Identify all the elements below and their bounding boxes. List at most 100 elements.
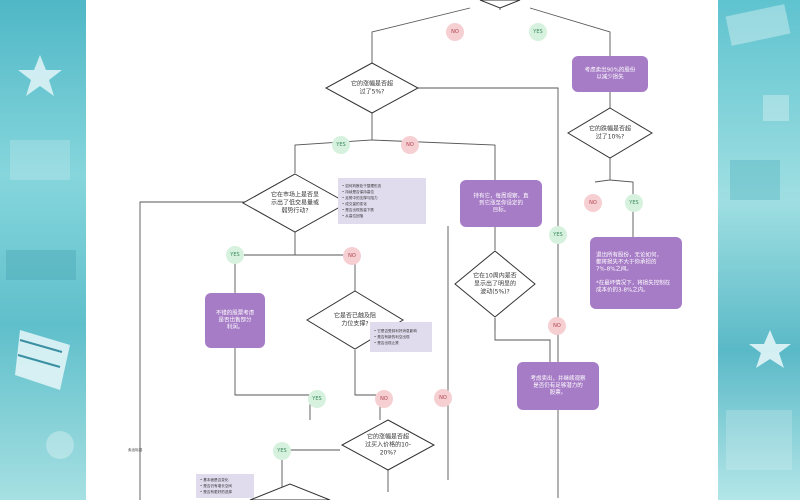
action-text: 是否仍有足够潜力的: [533, 381, 583, 389]
note-text: • 如何判断处于整理形态: [342, 183, 382, 188]
connector-line: [294, 108, 496, 180]
decision-text: 它是否已触及阻: [334, 312, 376, 320]
decision-text: 过了10%?: [596, 133, 625, 141]
badge-circle: [549, 226, 567, 244]
connector-line: [234, 348, 381, 420]
badge-label: YES: [532, 29, 542, 35]
decor-line: [17, 354, 61, 368]
action-text: 持有它，每周观察，直: [473, 192, 529, 200]
star-icon: [18, 55, 62, 96]
decision-diamond-shape: [241, 173, 349, 233]
decor-circle: [46, 431, 74, 459]
badge-label: YES: [552, 232, 562, 238]
badge-circle: [273, 442, 291, 460]
no-badge: NO: [434, 389, 452, 407]
connector-line: [494, 318, 551, 362]
decision-text: 它的涨幅是否超: [351, 80, 393, 88]
decision-text: 它的涨幅是否超: [367, 433, 409, 441]
badge-circle: [343, 247, 361, 265]
yes-badge: YES: [549, 226, 567, 244]
badge-circle: [401, 136, 419, 154]
badge-label: NO: [553, 323, 561, 329]
badge-circle: [332, 136, 350, 154]
note-text: • 是否有新的利空出现: [374, 334, 410, 339]
badge-circle: [548, 317, 566, 335]
decision-diamond-shape: [567, 107, 653, 159]
decision-text: 它的跌幅是否超: [589, 125, 631, 133]
yes-badge: YES: [273, 442, 291, 460]
decor-block: [725, 4, 791, 46]
action-text: 目标。: [493, 206, 510, 214]
note-technical-signs: • 如何判断处于整理形态• 持续是否保持高位• 走势中的支撑与阻力• 成交量的变…: [338, 178, 426, 224]
no-badge: NO: [446, 23, 464, 41]
note-text: • 是否出现放量下跌: [342, 207, 374, 212]
action-text: 7%-8%之间。: [596, 265, 632, 273]
action-text: 考虑卖出90%的股份: [585, 66, 636, 74]
no-badge: NO: [401, 136, 419, 154]
decision-text: 过买入价格的10-: [365, 441, 411, 449]
no-badge: NO: [548, 317, 566, 335]
badge-circle: [308, 390, 326, 408]
action-box-shape: [572, 56, 648, 92]
note-box-shape: [338, 178, 426, 224]
star-icon: [749, 330, 791, 368]
decision-diamond-shape: [454, 250, 536, 318]
note-fundamentals: • 基本面是否变化• 是否仍有增长空间• 是否有更好的选择: [196, 474, 254, 498]
action-exit-all-shares: 退出所有股份，无论如何，都将损失不大于你承担的7%-8%之间。*在最坏情况下，将…: [590, 237, 682, 309]
note-text: • 基本面是否变化: [200, 477, 229, 482]
note-text: • 是否仍有增长空间: [200, 483, 232, 488]
decision-text: 它在市场上是否显: [271, 191, 319, 199]
yes-badge: YES: [625, 194, 643, 212]
badge-circle: [226, 246, 244, 264]
action-text: 到它涨至你设定的: [479, 199, 524, 207]
badge-label: NO: [348, 253, 356, 259]
action-box-shape: [205, 293, 265, 348]
connector-line: [139, 201, 250, 500]
decor-block: [730, 160, 780, 200]
decision-diamond-shape: [340, 419, 436, 471]
badge-circle: [529, 23, 547, 41]
action-text: 利润。: [227, 323, 244, 331]
badge-label: NO: [589, 200, 597, 206]
action-text: 退出所有股份，无论如何，: [596, 251, 662, 259]
bottom-decision-diamond: [249, 483, 331, 500]
action-box-shape: [590, 237, 682, 309]
badge-label: NO: [406, 142, 414, 148]
badge-label: NO: [380, 396, 388, 402]
decision-text: 力位支撑?: [341, 320, 368, 328]
note-text: • 从高位回落: [342, 213, 364, 218]
badge-label: NO: [451, 29, 459, 35]
action-text: *在最坏情况下，将损失控制在: [596, 279, 671, 287]
decision-text: 示出了低交易量或: [271, 199, 319, 207]
top-decision-diamond: [479, 0, 521, 9]
decision-diamond-shape: [324, 62, 420, 114]
decision-text: 弱势行动?: [281, 207, 308, 215]
yes-badge: YES: [308, 390, 326, 408]
left-border-art: [6, 55, 76, 459]
yes-badge: YES: [529, 23, 547, 41]
badge-label: NO: [439, 395, 447, 401]
note-text: • 是否有更好的选择: [200, 489, 232, 494]
action-box-shape: [460, 180, 542, 227]
left-margin-label: 卖出标准: [128, 447, 143, 452]
decision-text: 它在10周内是否: [473, 272, 517, 280]
note-box-shape: [196, 474, 254, 498]
action-text: 成本价的3-8%之内。: [596, 286, 649, 294]
action-text: 不错的股票考虑: [216, 309, 255, 317]
yes-badge: YES: [226, 246, 244, 264]
badge-circle: [625, 194, 643, 212]
note-text: • 走势中的支撑与阻力: [342, 195, 378, 200]
decor-block: [6, 250, 76, 280]
action-box-shape: [517, 362, 599, 410]
decision-text: 显示出了明显的: [474, 280, 516, 288]
badge-label: YES: [276, 448, 286, 454]
badge-circle: [584, 194, 602, 212]
